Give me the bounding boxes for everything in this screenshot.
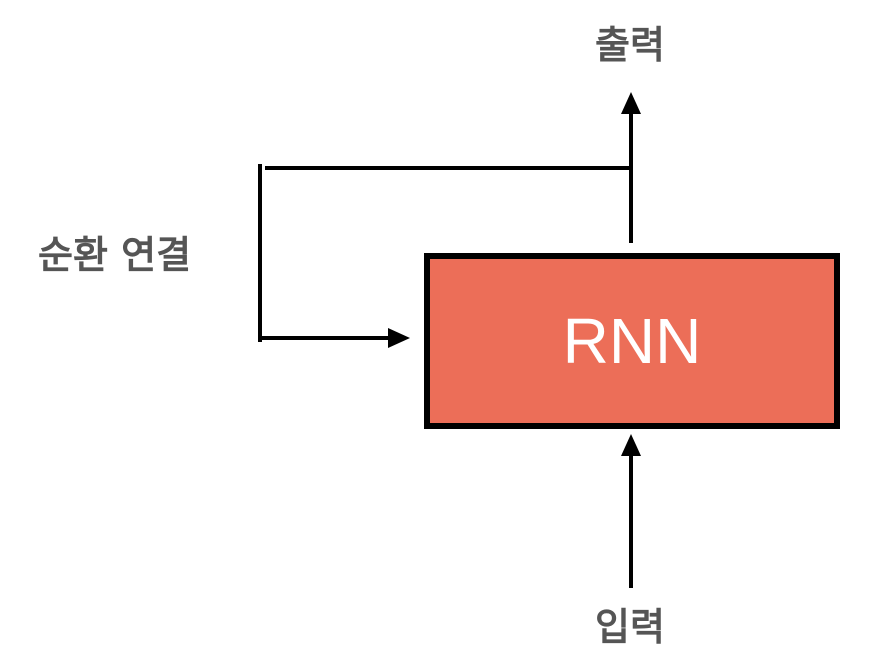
- rnn-node-label: RNN: [562, 305, 702, 377]
- recurrent-loop-arrow: [258, 164, 631, 348]
- input-arrow: [621, 434, 641, 588]
- output-arrow: [621, 92, 641, 243]
- recurrent-connection-label: 순환 연결: [38, 233, 192, 277]
- input-label: 입력: [595, 605, 665, 649]
- output-label: 출력: [595, 23, 665, 67]
- rnn-node-box: RNN: [424, 253, 840, 429]
